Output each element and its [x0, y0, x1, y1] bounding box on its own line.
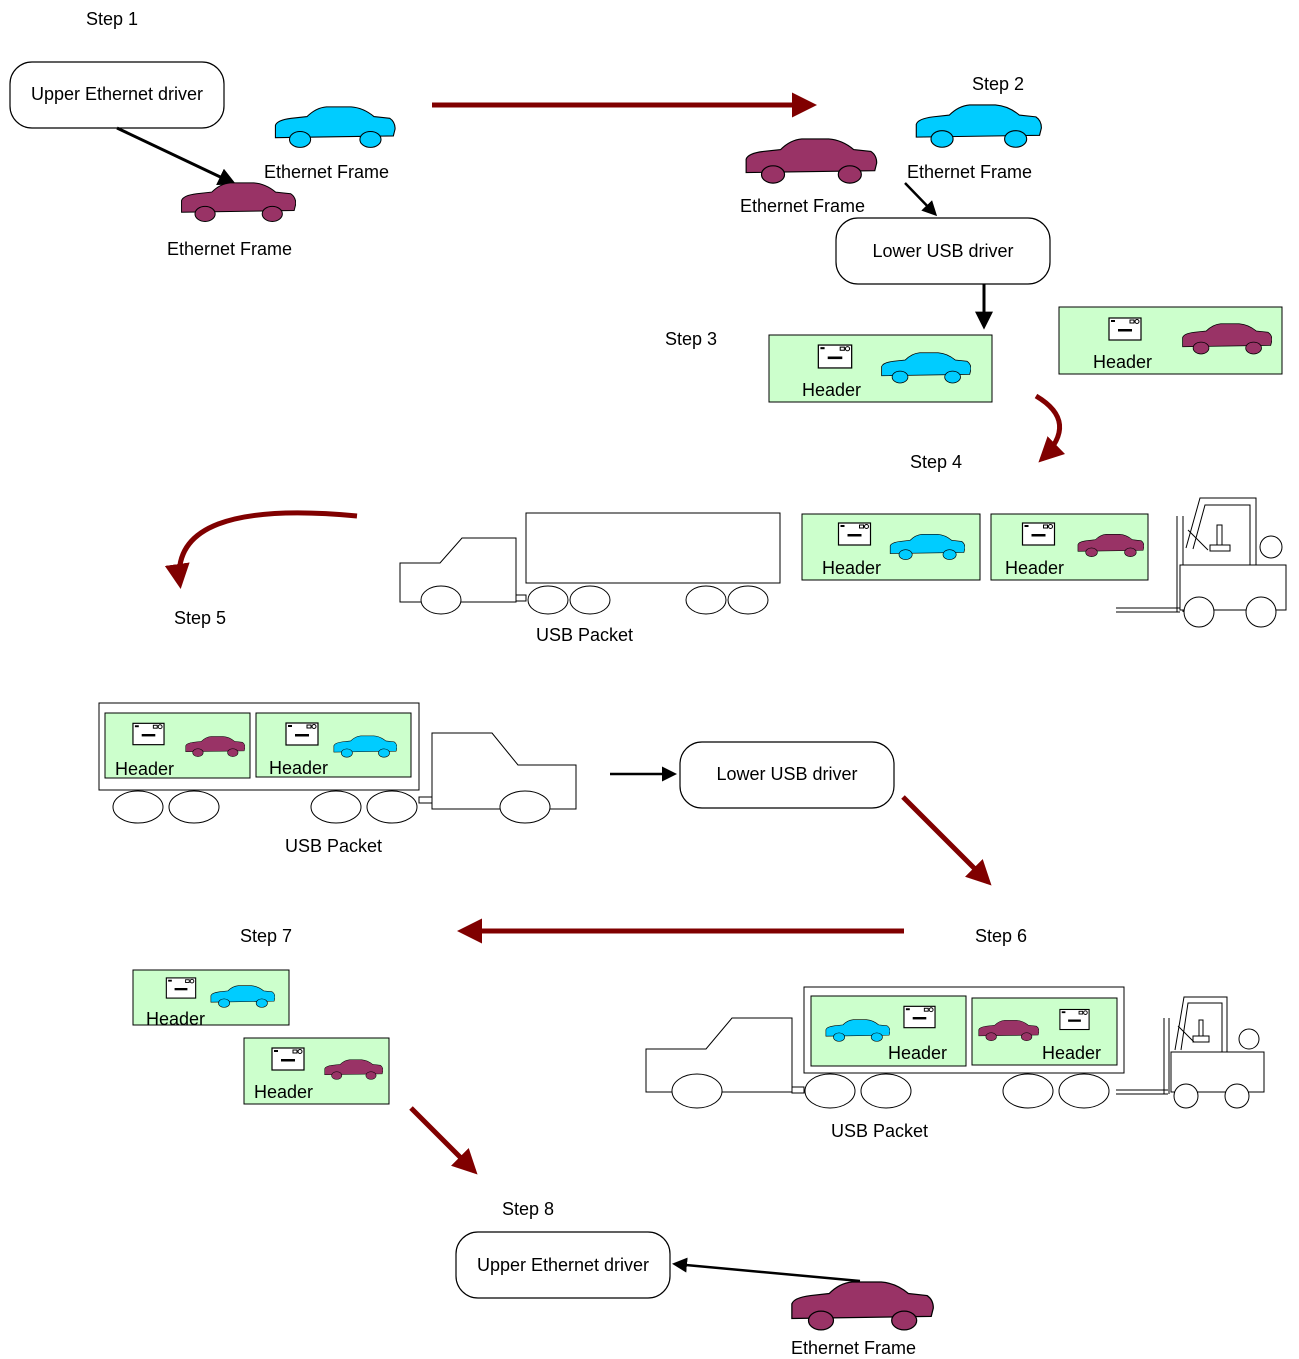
step-4-label: Step 4 [910, 452, 962, 472]
ethernet-frame-label-3: Ethernet Frame [791, 1338, 916, 1358]
header-packet-purple-s5: Header [104, 712, 251, 779]
lower-usb-driver-label-1: Lower USB driver [872, 241, 1013, 261]
header-label-s4a: Header [822, 558, 881, 578]
header-packet-blue-s3: Header [768, 334, 993, 403]
step-1-label: Step 1 [86, 9, 138, 29]
envelope-icon [1108, 317, 1142, 341]
lower-usb-driver-label-2: Lower USB driver [716, 764, 857, 784]
upper-ethernet-driver-box-1: Upper Ethernet driver [9, 61, 225, 129]
car-icon [790, 1281, 935, 1331]
header-label-s5b: Header [269, 758, 328, 778]
header-packet-purple-s4: Header [990, 513, 1149, 581]
usb-packet-label-1: USB Packet [536, 625, 633, 645]
step-2-label: Step 2 [972, 74, 1024, 94]
header-label-s7a: Header [146, 1009, 205, 1029]
forklift-icon [1116, 497, 1287, 628]
upper-ethernet-driver-label-1: Upper Ethernet driver [31, 84, 203, 104]
step-7-label: Step 7 [240, 926, 292, 946]
black-arrow-step2 [904, 182, 938, 217]
ethernet-frame-label-2b: Ethernet Frame [907, 162, 1032, 182]
flow-arrow-4-to-5 [164, 510, 358, 589]
step-6-label: Step 6 [975, 926, 1027, 946]
ethernet-frame-label-1b: Ethernet Frame [167, 239, 292, 259]
envelope-icon [817, 344, 853, 369]
step-8-label: Step 8 [502, 1199, 554, 1219]
car-icon [915, 104, 1043, 148]
usb-packet-label-2: USB Packet [285, 836, 382, 856]
envelope-icon [285, 722, 319, 746]
header-packet-purple-s6: Header [971, 997, 1118, 1066]
black-arrow-step1 [116, 126, 237, 185]
envelope-icon [1021, 522, 1056, 546]
upper-ethernet-driver-label-2: Upper Ethernet driver [477, 1255, 649, 1275]
envelope-icon [132, 722, 165, 746]
upper-ethernet-driver-box-2: Upper Ethernet driver [455, 1231, 671, 1299]
header-packet-blue-s6: Header [810, 995, 967, 1067]
header-label-s3b: Header [1093, 352, 1152, 372]
forklift-icon [1116, 996, 1265, 1109]
lower-usb-driver-box-2: Lower USB driver [679, 741, 895, 809]
ethernet-frame-label-2a: Ethernet Frame [740, 196, 865, 216]
envelope-icon [165, 977, 197, 999]
header-packet-blue-s5: Header [255, 712, 412, 778]
truck-icon [399, 512, 781, 615]
header-label-s4b: Header [1005, 558, 1064, 578]
car-icon [181, 182, 296, 222]
lower-usb-driver-box-1: Lower USB driver [835, 217, 1051, 285]
flow-arrow-7-to-8 [409, 1106, 478, 1175]
flow-arrow-3-to-4 [1034, 393, 1066, 463]
flow-arrow-5-to-6 [901, 795, 992, 886]
header-label-s5a: Header [115, 759, 174, 779]
header-packet-blue-s7: Header [132, 969, 290, 1029]
car-icon [745, 138, 878, 184]
envelope-icon [837, 522, 872, 546]
envelope-icon [271, 1047, 305, 1071]
car-icon [274, 106, 396, 148]
header-packet-purple-s7: Header [243, 1037, 390, 1105]
header-packet-blue-s4: Header [801, 513, 981, 581]
header-packet-purple-s3: Header [1058, 306, 1283, 375]
black-arrow-step8 [672, 1257, 861, 1283]
envelope-icon [903, 1005, 936, 1029]
header-label-s6a: Header [888, 1043, 947, 1063]
step-3-label: Step 3 [665, 329, 717, 349]
header-label-s7b: Header [254, 1082, 313, 1102]
envelope-icon [1059, 1008, 1090, 1031]
usb-packet-label-3: USB Packet [831, 1121, 928, 1141]
step-5-label: Step 5 [174, 608, 226, 628]
header-label-s6b: Header [1042, 1043, 1101, 1063]
header-label-s3a: Header [802, 380, 861, 400]
ethernet-frame-label-1a: Ethernet Frame [264, 162, 389, 182]
